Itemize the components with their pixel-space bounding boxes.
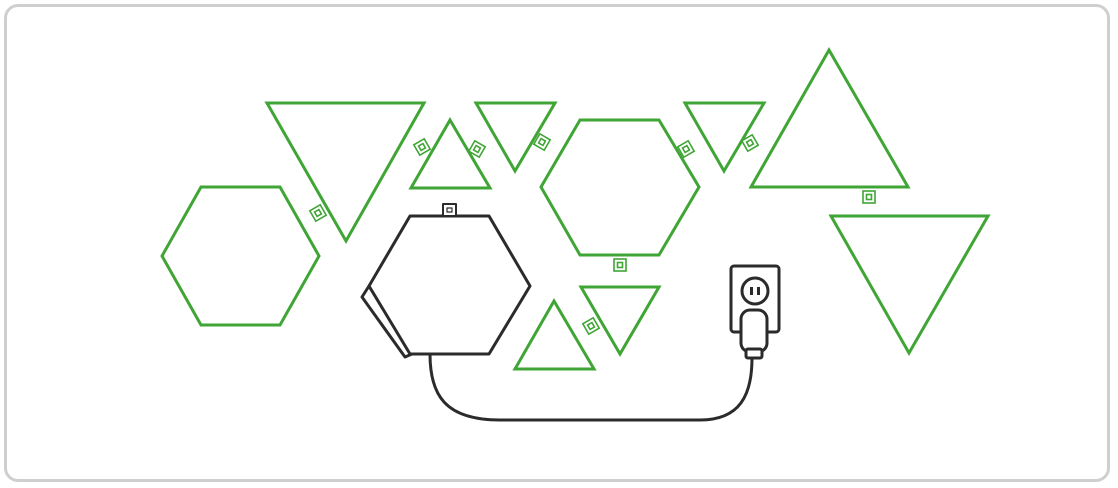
connector-linker: [467, 139, 487, 159]
connector-linker: [613, 258, 627, 272]
triangle-small-up-bottom-panel: [512, 298, 597, 371]
triangle-large-down-panel: [264, 101, 427, 245]
connector-linker: [862, 190, 876, 204]
connector-linker: [676, 139, 696, 159]
connector-linker: [581, 316, 601, 336]
power-cable: [428, 352, 754, 422]
hexagon-center-panel: [539, 118, 701, 257]
triangle-small-down-bottom-panel: [578, 285, 662, 357]
power-plug: [739, 308, 769, 360]
connector-linker: [740, 133, 760, 153]
controller-unit: [360, 203, 532, 359]
triangle-small-down-panel-2: [682, 101, 767, 174]
connector-linker: [412, 137, 432, 157]
triangle-large-down-right-panel: [828, 214, 991, 357]
diagram-frame: [4, 4, 1110, 482]
connector-linker: [308, 203, 328, 223]
triangle-small-up-panel-1: [408, 117, 493, 190]
triangle-small-down-panel-1: [473, 101, 558, 174]
hexagon-left-panel: [160, 185, 321, 327]
triangle-large-up-panel: [748, 46, 911, 189]
connector-linker: [532, 132, 552, 152]
